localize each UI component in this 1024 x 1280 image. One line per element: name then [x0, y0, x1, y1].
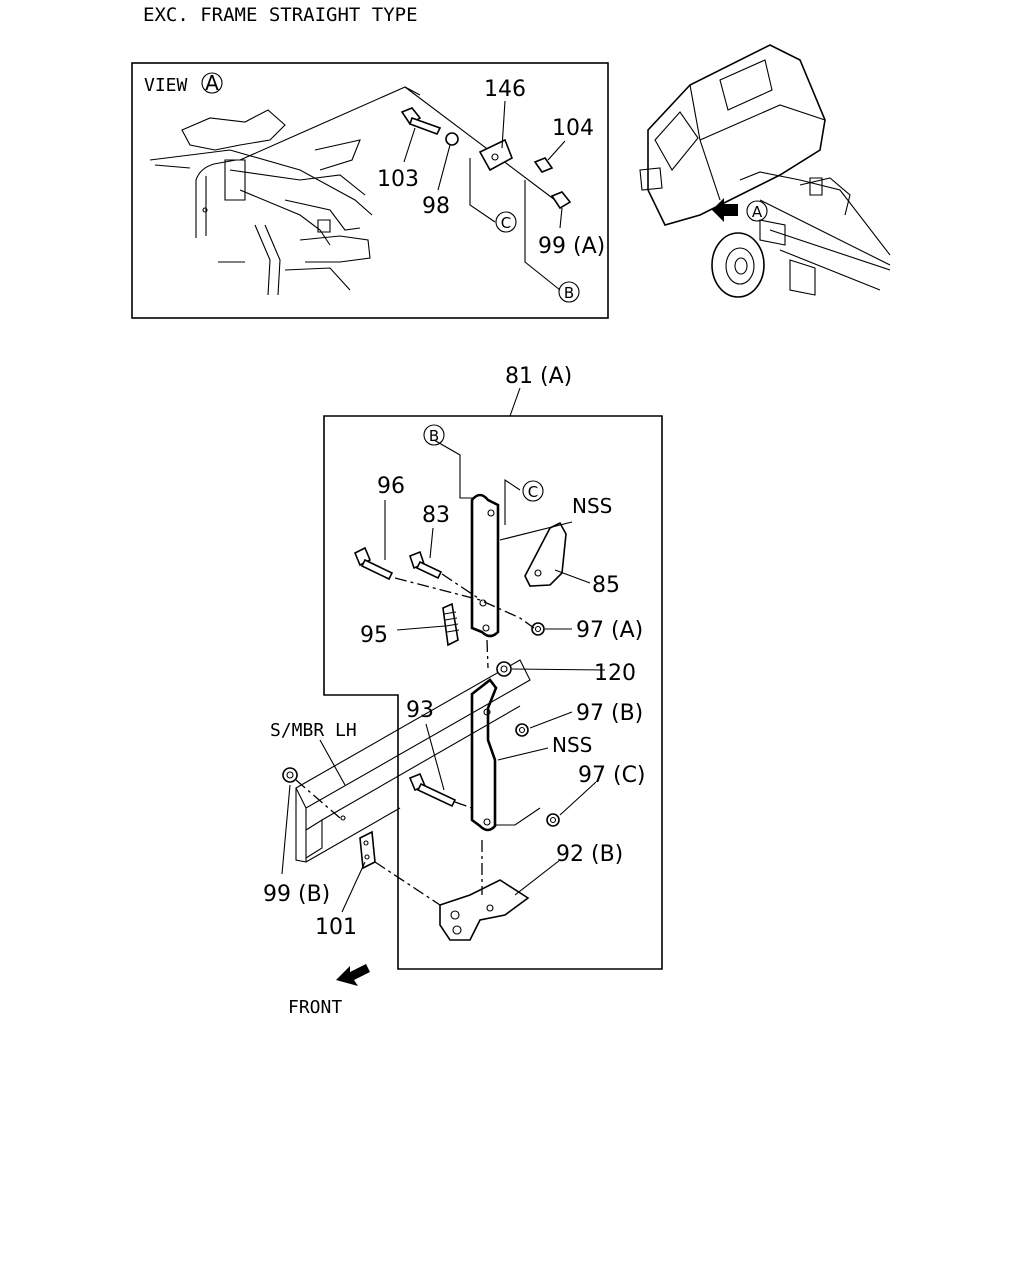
ref-c-letter: C [528, 483, 538, 501]
label-81a: 81 (A) [505, 364, 572, 389]
washer-97b [515, 723, 529, 737]
leader-81a [509, 387, 521, 417]
centerline-83 [441, 573, 479, 599]
ref-b-letter: B [429, 427, 439, 445]
diagram-title: EXC. FRAME STRAIGHT TYPE [143, 4, 418, 26]
label-side-member: S/MBR LH [270, 720, 357, 741]
washer-97c [546, 813, 560, 827]
main-assembly: 81 (A) [263, 364, 663, 970]
label-85: 85 [592, 573, 620, 598]
leader-ref-b [433, 439, 475, 499]
leader-ref-c [469, 158, 496, 223]
leader-104 [547, 140, 566, 161]
lower-rod [470, 678, 498, 832]
centerline-upper [394, 577, 535, 629]
label-104: 104 [552, 116, 594, 141]
leader-97b [529, 711, 573, 729]
assembly-81a-outline [323, 415, 663, 970]
label-96: 96 [377, 474, 405, 499]
leader-146 [501, 100, 506, 149]
view-a-guide-line [404, 86, 556, 201]
leader-120 [511, 668, 606, 671]
view-direction-arrow [712, 198, 738, 222]
label-146: 146 [484, 77, 526, 102]
view-a-frame [131, 62, 609, 319]
leader-98 [437, 144, 451, 191]
front-label: FRONT [288, 997, 342, 1018]
leader-ref-c [504, 478, 521, 525]
label-92b: 92 (B) [556, 842, 623, 867]
leader-92b [514, 859, 561, 896]
view-ref-c-letter: C [501, 214, 511, 232]
centerline-101 [374, 861, 441, 906]
upper-rod [470, 493, 500, 638]
centerline-rods [486, 639, 489, 669]
leader-nss1 [499, 521, 573, 541]
view-a-link-line [239, 86, 421, 161]
front-arrow-icon [336, 964, 370, 986]
leader-83 [429, 527, 434, 559]
leader-93 [425, 723, 445, 791]
bolt-83-shank [415, 560, 443, 580]
view-a-washer-98 [445, 132, 459, 146]
nut-99b [282, 767, 298, 783]
ref-b-circle [423, 424, 445, 446]
view-a-bolt-104 [533, 157, 554, 173]
view-a-nut-99a [550, 191, 572, 210]
bolt-96-shank [360, 558, 394, 581]
leader-smbr [319, 739, 346, 786]
truck-view-marker-letter: A [752, 203, 763, 221]
washer-120 [496, 661, 512, 677]
leader-ref-b [524, 180, 561, 291]
label-120: 120 [594, 661, 636, 686]
label-83: 83 [422, 503, 450, 528]
view-a-circle [201, 72, 223, 94]
centerline-93 [454, 801, 473, 809]
leader-101 [341, 861, 366, 913]
view-a-title: VIEW [144, 75, 188, 96]
leader-97c-b [495, 807, 541, 826]
label-nss-lower: NSS [552, 733, 592, 757]
plate-101 [359, 830, 376, 870]
washer-97a [531, 622, 545, 636]
label-98: 98 [422, 194, 450, 219]
view-a-bolt-103 [400, 107, 442, 135]
label-103: 103 [377, 167, 419, 192]
view-a-bracket-146 [478, 138, 514, 172]
view-a-panel: VIEW A [131, 62, 609, 319]
front-indicator: FRONT [288, 964, 370, 1018]
leader-99b [281, 784, 291, 875]
truck-view-marker-circle [746, 200, 768, 222]
view-a-frame-sketch [149, 109, 373, 296]
label-99a: 99 (A) [538, 234, 605, 259]
leader-nss2 [497, 747, 549, 761]
view-ref-b-letter: B [564, 284, 574, 302]
ref-c-circle [522, 480, 544, 502]
leader-99a [559, 207, 563, 229]
bolt-93-shank [416, 782, 457, 808]
view-ref-c-circle [495, 211, 517, 233]
label-99b: 99 (B) [263, 882, 330, 907]
view-ref-b-circle [558, 281, 580, 303]
label-97b: 97 (B) [576, 701, 643, 726]
leader-97c [559, 781, 597, 816]
truck-wheel [711, 232, 765, 298]
label-nss-upper: NSS [572, 494, 612, 518]
side-member [295, 659, 531, 863]
label-101: 101 [315, 915, 357, 940]
truck-illustration: A [639, 44, 891, 298]
view-a-letter: A [205, 71, 219, 95]
centerline-99b [295, 779, 341, 819]
label-95: 95 [360, 623, 388, 648]
label-93: 93 [406, 698, 434, 723]
bracket-92b [439, 879, 530, 941]
spring-95 [442, 602, 459, 647]
leader-85 [554, 569, 591, 584]
leader-103 [403, 127, 416, 163]
leader-95 [396, 625, 446, 631]
label-97c: 97 (C) [578, 763, 646, 788]
label-97a: 97 (A) [576, 618, 643, 643]
